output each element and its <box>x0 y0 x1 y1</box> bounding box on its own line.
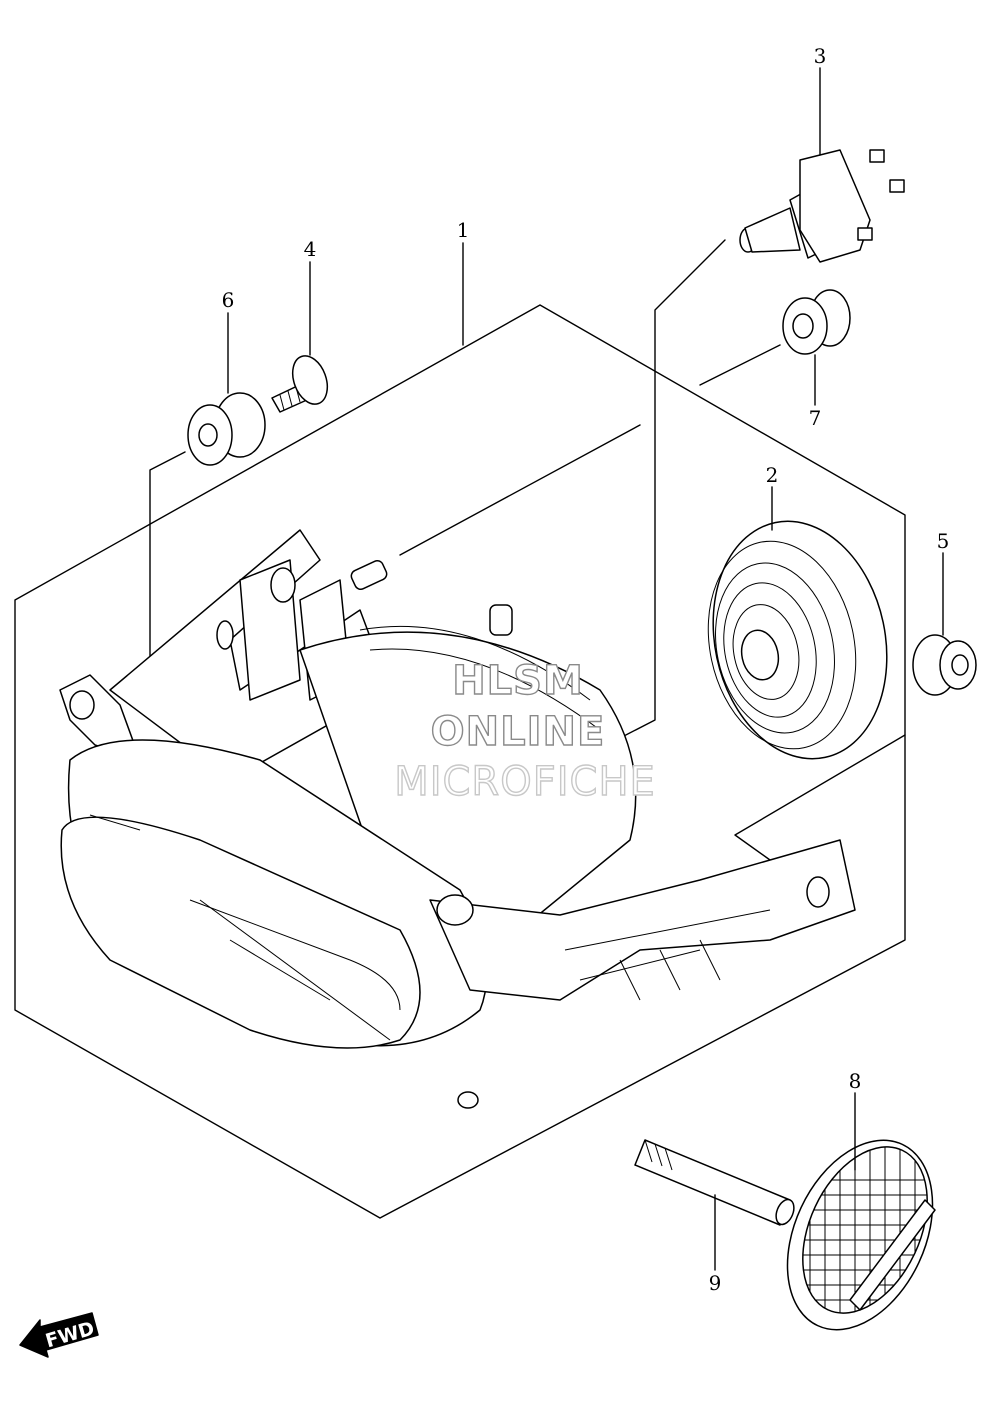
socket-group-lines <box>149 239 906 861</box>
part-7-grommet <box>782 289 851 355</box>
callout-2: 2 <box>766 463 779 487</box>
part-4-screw-washer <box>271 355 329 413</box>
headlamp-housing <box>59 529 856 1109</box>
part-2-reflector-cover <box>707 520 888 760</box>
callout-1: 1 <box>457 218 470 242</box>
assembly-box <box>14 304 906 1219</box>
part-9-pin <box>634 1139 795 1226</box>
callout-8: 8 <box>849 1069 862 1093</box>
fwd-badge: FWD <box>19 1312 99 1358</box>
watermark-line-3: MICROFICHE <box>394 759 656 805</box>
fwd-label: FWD <box>43 1318 97 1353</box>
callout-5: 5 <box>937 529 950 553</box>
part-3-bulb <box>739 149 905 263</box>
callout-4: 4 <box>304 237 317 261</box>
callouts: 1 2 3 4 5 6 7 8 9 <box>222 44 950 1295</box>
watermark-line-1: HLSM <box>452 658 584 704</box>
arrow-down-left-icon <box>19 1312 99 1358</box>
callout-9: 9 <box>709 1271 722 1295</box>
part-5-grommet <box>912 634 977 696</box>
part-8-reflector <box>786 1139 936 1331</box>
leader-lines <box>227 67 944 1271</box>
callout-3: 3 <box>814 44 827 68</box>
watermark-line-2: ONLINE <box>431 709 606 755</box>
callout-6: 6 <box>222 288 235 312</box>
watermark: HLSM ONLINE MICROFICHE <box>393 657 656 805</box>
callout-7: 7 <box>809 406 822 430</box>
reflector-hatch <box>790 1140 930 1320</box>
part-6-grommet <box>187 392 266 466</box>
